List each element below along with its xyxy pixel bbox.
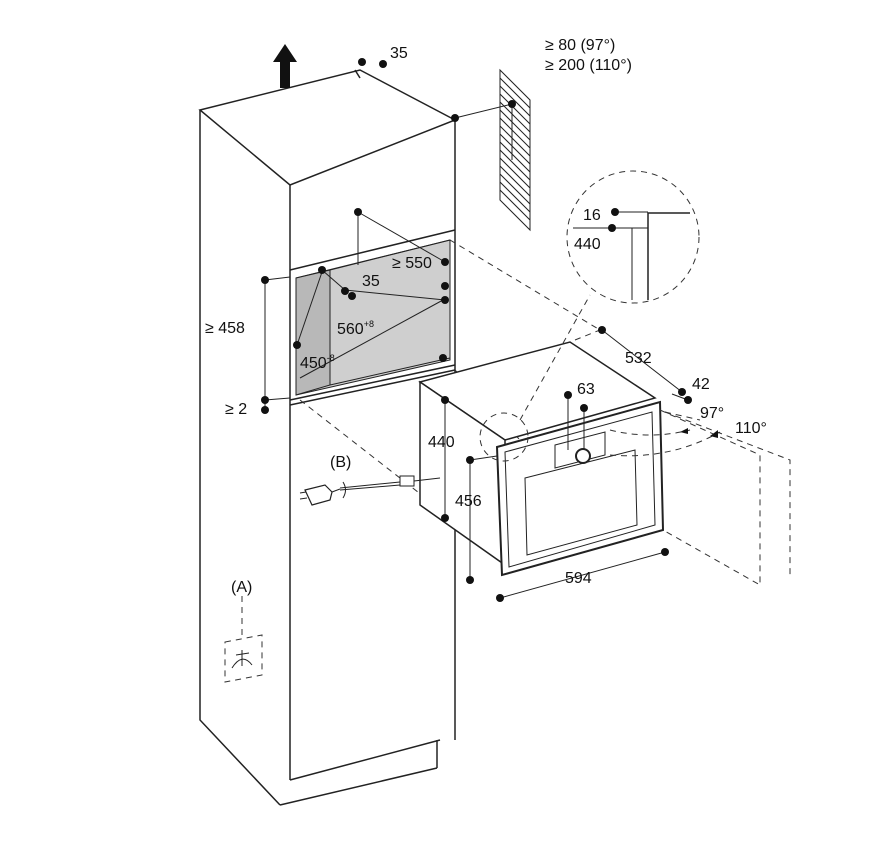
oven-niche (295, 239, 451, 396)
callout-b-label: (B) (330, 454, 351, 471)
callout-a-label: (A) (231, 579, 252, 596)
control-63-label: 63 (577, 381, 595, 398)
plug-icon (299, 484, 341, 506)
niche-inner-label: 35 (362, 273, 380, 290)
niche-dimensions (264, 211, 446, 410)
vent-label-1: ≥ 80 (97°) (545, 37, 615, 54)
detail-440-label: 440 (574, 236, 601, 253)
labels: 35 ≥ 80 (97°) ≥ 200 (110°) ≥ 550 35 ≥ 45… (205, 37, 767, 596)
niche-width-label: 560+8 (337, 319, 374, 338)
up-arrow-icon (273, 44, 297, 88)
door-depth-label: 42 (692, 376, 710, 393)
open-door-outline (659, 409, 791, 586)
socket-icon (224, 596, 263, 683)
oven-depth-label: 532 (625, 350, 652, 367)
niche-depth-label: ≥ 550 (392, 255, 432, 272)
niche-height-label: ≥ 458 (205, 320, 245, 337)
detail-16-label: 16 (583, 207, 601, 224)
door-angle-arcs (609, 428, 721, 457)
detail-magnifier (479, 170, 700, 462)
angle-110-label: 110° (735, 420, 767, 437)
knob-icon (575, 448, 591, 464)
oven-width-label: 594 (565, 570, 592, 587)
vent-label-2: ≥ 200 (110°) (545, 57, 632, 74)
dimension-dots (261, 58, 692, 602)
tall-cabinet (198, 69, 457, 806)
vent-grille (454, 68, 531, 232)
bottom-gap-label: ≥ 2 (225, 401, 247, 418)
oven (418, 341, 665, 577)
power-cable (299, 475, 441, 506)
angle-97-label: 97° (700, 405, 724, 422)
niche-height2-label: 450-8 (300, 353, 335, 372)
oven-dimensions (444, 329, 689, 599)
oven-456-label: 456 (455, 493, 482, 510)
oven-440-label: 440 (428, 434, 455, 451)
top-gap-label: 35 (390, 45, 408, 62)
